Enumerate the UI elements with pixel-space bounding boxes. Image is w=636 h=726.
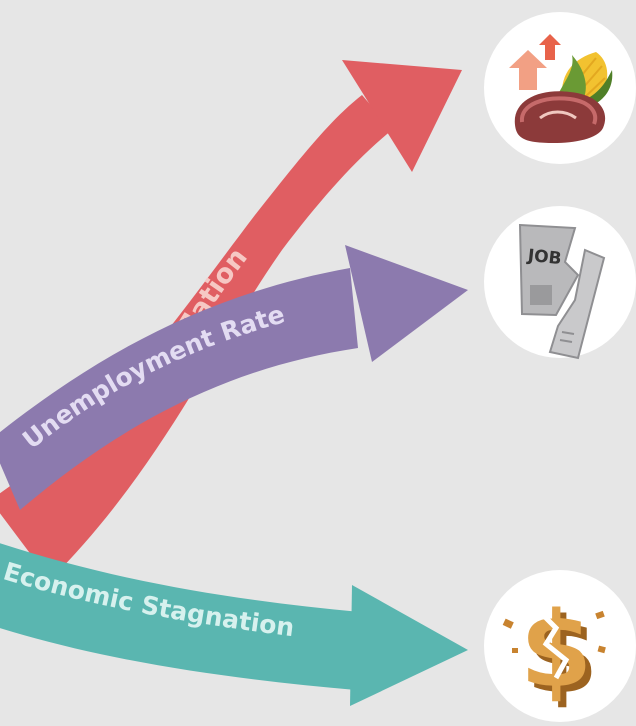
stagnation-arrow-body [0,543,360,690]
unemployment-arrow-body [0,268,358,510]
debris-2 [595,610,605,620]
debris-1 [502,618,514,629]
unemployment-arrow-head [345,245,468,362]
up-arrow-large-icon [509,50,547,90]
paper-right-piece [548,248,606,360]
inflation-arrow-head [342,60,462,172]
debris-4 [512,648,518,653]
stagnation-arrow-head [350,585,468,706]
torn-job-paper-icon: JOB [484,206,636,360]
food-price-rise-icon [484,12,636,164]
up-arrow-small-icon [539,34,561,60]
crack-line [538,610,570,680]
job-paper-label: JOB [526,246,563,270]
debris-3 [597,645,606,654]
broken-dollar-icon: $ $ [484,570,636,722]
stagnation-arrow: Economic Stagnation [0,543,468,706]
steak-icon [514,91,606,144]
